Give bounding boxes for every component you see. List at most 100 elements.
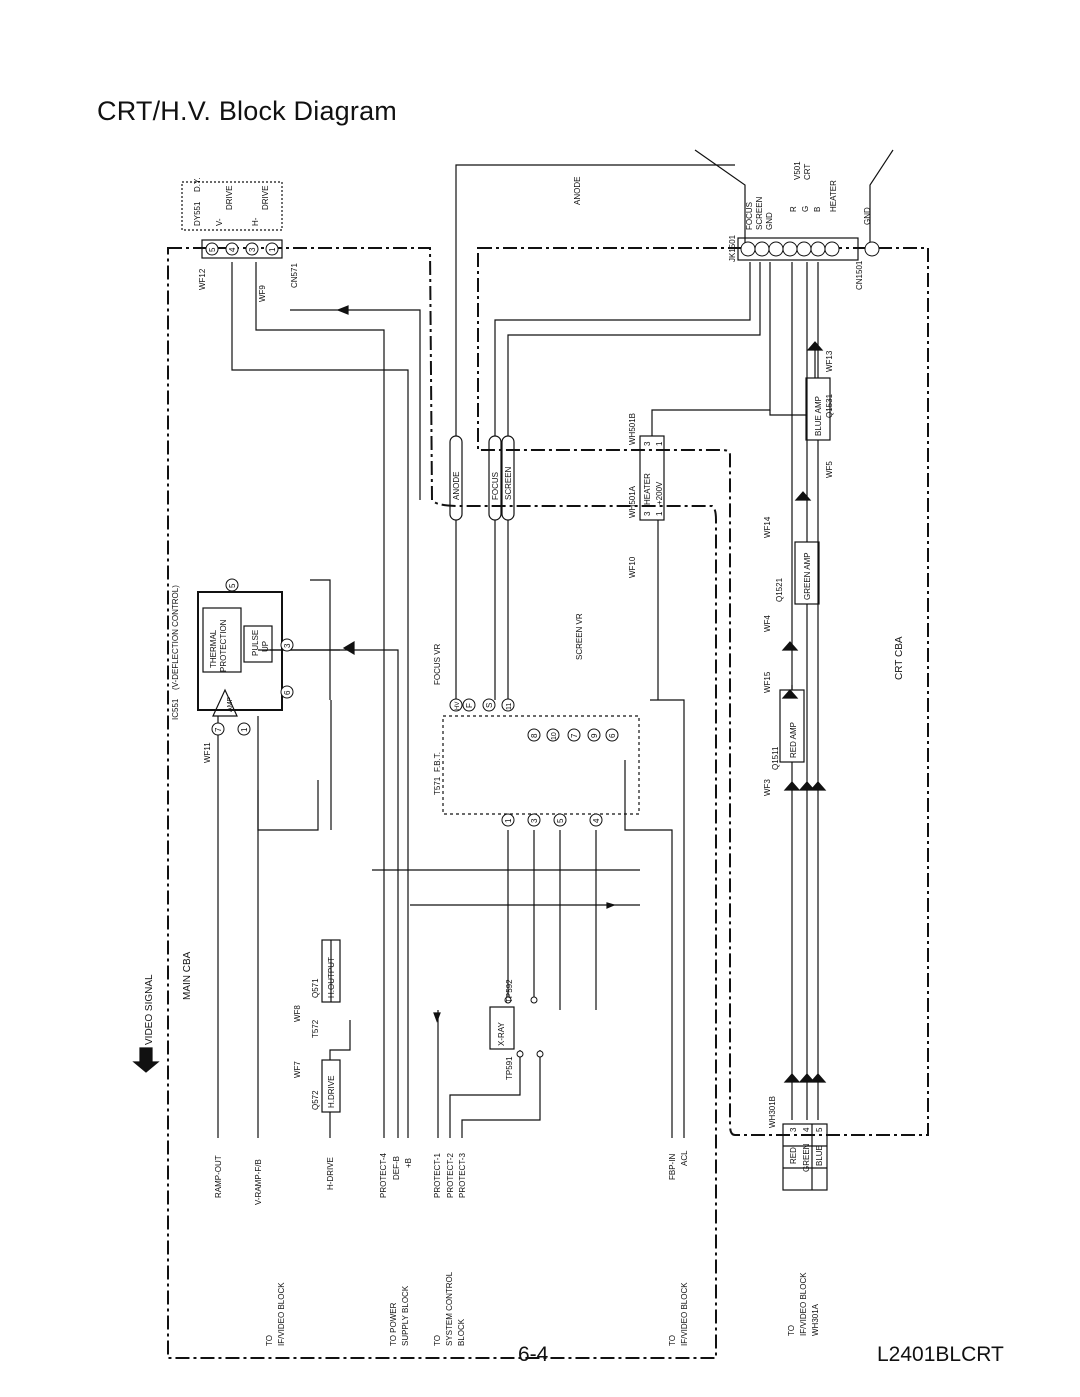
sig-h-drive: H-DRIVE [326,1157,335,1190]
crt-b: B [813,207,822,212]
wh301b-label: WH301B [768,1096,777,1128]
dy-pin-3: 3 [248,247,257,252]
red-amp-name: RED AMP [789,722,798,758]
crt-focus: FOCUS [745,202,754,230]
wh501a-pin-1: 1 [655,511,664,516]
wf15-label: WF15 [763,671,772,693]
crt-outline [694,149,894,248]
sig-def-b: DEF-B [392,1156,401,1180]
wh301-to: TO [787,1325,796,1336]
video-signal-arrow [132,1047,160,1073]
dy-v-label: V- [215,218,224,226]
sig-ramp-out: RAMP-OUT [214,1155,223,1198]
red-amp-ref: Q1511 [771,746,780,770]
q571-ref: Q571 [311,978,320,998]
crt-g: G [801,206,810,212]
fbt-pin-8: 8 [530,733,539,738]
crt-gnd2: GND [863,207,872,225]
fbt-pin-5: 5 [556,818,565,823]
tp591-label: TP591 [505,1056,514,1080]
ic-protection: PROTECTION [219,619,228,672]
ic-pin-5: 5 [228,583,237,588]
ic-pin-3: 3 [283,643,292,648]
cn571-label: CN571 [290,263,299,288]
crt-ref: V501 [793,161,802,180]
fbt-ref: T571 [433,776,442,795]
fbt-pin-7: 7 [570,733,579,738]
wh301-blue: BLUE [815,1145,824,1166]
wf9-label: WF9 [258,285,267,302]
wh301-green: GREEN [802,1143,811,1172]
block3-name: SYSTEM CONTROL [445,1271,454,1346]
cable-focus: FOCUS [491,472,500,500]
wf13-label: WF13 [825,350,834,372]
dy-pin-5: 5 [208,247,217,252]
ic551-ref: IC551 [171,698,180,720]
wh301a-label: WH301A [811,1303,820,1336]
green-amp-ref: Q1521 [775,577,784,602]
cn1501-label: CN1501 [855,260,864,290]
anode-wire [455,164,735,436]
sig-plus-b: +B [404,1158,413,1168]
anode-top-label: ANODE [573,177,582,205]
sig-v-ramp-fb: V-RAMP-F/B [254,1159,263,1205]
fbt-pin-10: 10 [551,732,558,740]
wf3-label: WF3 [763,779,772,796]
wh501b-pin-3: 3 [643,441,652,446]
crt-gnd: GND [765,212,774,230]
dy551-box [181,181,283,231]
fbt-box [442,715,640,815]
fbt-pin-1: 1 [504,818,513,823]
wf8-label: WF8 [293,1005,302,1022]
focus-vr-label: FOCUS VR [433,643,442,685]
ic-thermal: THERMAL [209,629,218,668]
xray-box [489,1006,515,1050]
wf14-label: WF14 [763,516,772,538]
main-cba-outline [167,247,717,1359]
ic551-box [197,591,283,711]
jk1501-label: JK1501 [728,234,737,262]
crt-name: CRT [803,164,812,180]
cable-screen: SCREEN [504,466,513,500]
wh501a-pin-3: 3 [643,511,652,516]
screen-vr-label: SCREEN VR [575,613,584,660]
dy-pin-4: 4 [228,247,237,252]
block1-to: TO [265,1335,274,1346]
ic-amp-triangle [212,688,238,717]
crt-cba-label: CRT CBA [894,636,905,680]
ic-pin-1: 1 [240,727,249,732]
wf5-label: WF5 [825,461,834,478]
crt-heater: HEATER [829,180,838,212]
xray-name: X-RAY [497,1021,506,1046]
sig-protect-2: PROTECT-2 [446,1153,455,1198]
sig-protect-4: PROTECT-4 [379,1153,388,1198]
q572-ref: Q572 [311,1090,320,1110]
crt-r: R [789,206,798,212]
sig-protect-1: PROTECT-1 [433,1153,442,1198]
fbt-name: F.B.T. [433,752,442,772]
blue-amp-name: BLUE AMP [814,396,823,436]
block2-to: TO POWER [389,1302,398,1346]
crt-cba-outline [477,247,929,1136]
tp592-label: TP592 [505,979,514,1003]
pulse-up-box [243,625,273,663]
ic-pin-6: 6 [283,690,292,695]
t572-label: T572 [311,1019,320,1038]
ic-amp: AMP [227,697,234,713]
wh501a-label: WH501A [628,485,637,518]
model-number: L2401BLCRT [877,1343,1004,1366]
page-title: CRT/H.V. Block Diagram [97,96,397,126]
block3-name2: BLOCK [457,1318,466,1346]
fbt-pin-3: 3 [530,818,539,823]
fbt-pin-11: 11 [506,703,513,710]
block3-to: TO [433,1335,442,1346]
block1-name: IF/VIDEO BLOCK [277,1282,286,1346]
dy-pin-1: 1 [268,247,277,252]
thermal-protection-box [202,607,242,673]
wf10-label: WF10 [628,556,637,578]
blue-amp-ref: Q1531 [825,393,834,418]
block2-name: SUPPLY BLOCK [401,1285,410,1346]
fbt-s: S [485,703,494,708]
wh501-200v: +200V [655,481,664,505]
